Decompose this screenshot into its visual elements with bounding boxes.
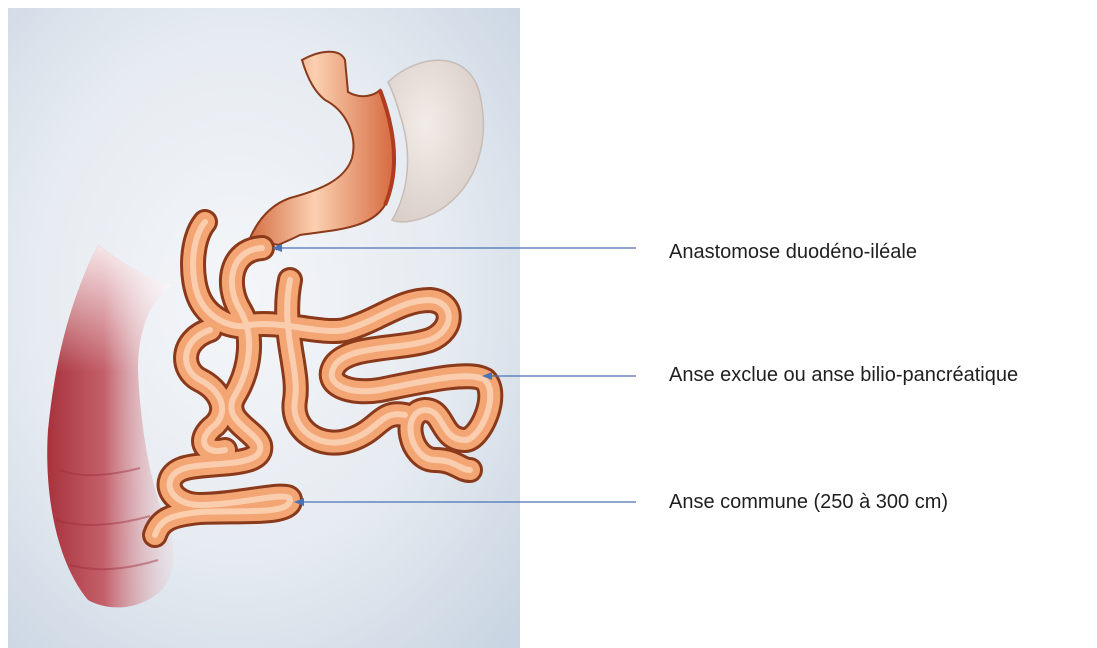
label-anastomose-duodeno-ileale: Anastomose duodéno-iléale (669, 240, 917, 264)
label-anse-commune: Anse commune (250 à 300 cm) (669, 490, 948, 514)
label-anse-bilio-pancreatique: Anse exclue ou anse bilio-pancréatique (669, 363, 1018, 387)
